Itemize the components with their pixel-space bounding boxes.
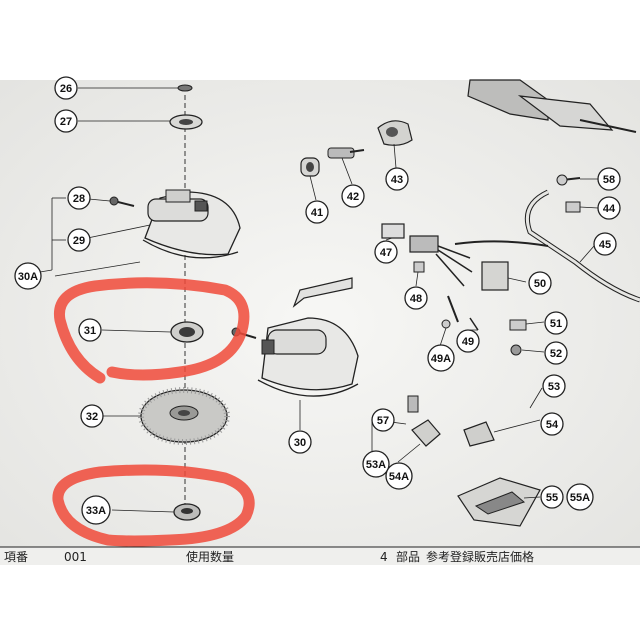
callout-57: 57: [371, 408, 395, 432]
footer-col-code: 001: [64, 550, 87, 564]
part-45-cord: [454, 189, 640, 303]
footer-col-item-no: 項番: [4, 550, 28, 564]
svg-text:52: 52: [550, 348, 562, 360]
svg-text:27: 27: [60, 116, 72, 128]
callout-55: 55: [540, 485, 564, 509]
svg-text:30: 30: [294, 437, 306, 449]
callout-54: 54: [540, 412, 564, 436]
part-41-grommet: [300, 157, 320, 177]
callout-44: 44: [597, 196, 621, 220]
svg-text:47: 47: [380, 247, 392, 259]
svg-text:42: 42: [347, 191, 359, 203]
svg-text:45: 45: [599, 239, 611, 251]
svg-text:48: 48: [410, 293, 422, 305]
svg-text:44: 44: [603, 203, 616, 215]
svg-text:29: 29: [73, 235, 85, 247]
svg-text:41: 41: [311, 207, 323, 219]
svg-text:43: 43: [391, 174, 403, 186]
callout-52: 52: [544, 341, 568, 365]
footer-col-part: 部品: [396, 549, 420, 564]
part-49-wire-terminal: [441, 295, 479, 331]
callout-42: 42: [341, 184, 365, 208]
callout-51: 51: [544, 311, 568, 335]
svg-text:50: 50: [534, 278, 546, 290]
svg-text:31: 31: [84, 325, 96, 337]
footer-col-quantity: 使用数量: [186, 549, 234, 564]
svg-text:33A: 33A: [86, 505, 106, 517]
footer-col-price: 参考登録販売店価格: [426, 549, 534, 564]
part-43-housing: [377, 120, 413, 146]
svg-text:53: 53: [548, 381, 560, 393]
callout-26: 26: [54, 76, 78, 100]
svg-text:51: 51: [550, 318, 562, 330]
callout-33A: 33A: [81, 495, 111, 525]
callout-49A: 49A: [427, 344, 455, 372]
callout-49: 49: [456, 329, 480, 353]
callout-41: 41: [305, 200, 329, 224]
part-58-terminal: [556, 174, 581, 186]
svg-text:53A: 53A: [366, 459, 386, 471]
part-42-screw: [327, 147, 365, 159]
svg-text:32: 32: [86, 411, 98, 423]
svg-text:30A: 30A: [18, 271, 38, 283]
callout-47: 47: [374, 240, 398, 264]
callout-45: 45: [593, 232, 617, 256]
svg-text:55A: 55A: [570, 492, 590, 504]
callout-58: 58: [597, 167, 621, 191]
part-51-brush-clip: [509, 319, 527, 331]
svg-text:54A: 54A: [389, 471, 409, 483]
callout-48: 48: [404, 286, 428, 310]
callout-29: 29: [67, 228, 91, 252]
part-53A-switch: [407, 395, 441, 447]
part-26-washer: [177, 84, 193, 92]
callout-28: 28: [67, 186, 91, 210]
part-50-noise-suppressor: [481, 261, 509, 291]
part-55-tail-cover: [457, 477, 541, 527]
highlight-loop-31: [53, 277, 250, 384]
leader-lines: [39, 87, 599, 513]
part-27-nut: [169, 114, 203, 130]
part-tool-body: [467, 79, 637, 133]
footer-table: 項番 001 使用数量 4 部品 参考登録販売店価格: [0, 546, 640, 565]
part-48-screw: [413, 261, 425, 273]
callout-43: 43: [385, 167, 409, 191]
part-47-connector: [381, 223, 473, 287]
callout-53A: 53A: [362, 450, 390, 478]
svg-text:54: 54: [546, 419, 559, 431]
svg-text:49: 49: [462, 336, 474, 348]
part-31-flange: [170, 321, 204, 343]
callout-53: 53: [542, 374, 566, 398]
callout-55A: 55A: [566, 483, 594, 511]
svg-text:26: 26: [60, 83, 72, 95]
callout-32: 32: [80, 404, 104, 428]
part-52-screw: [510, 344, 522, 356]
highlight-loops: [52, 277, 255, 547]
part-30-wheel-guard: [231, 277, 359, 397]
svg-text:49A: 49A: [431, 353, 451, 365]
callout-27: 27: [54, 109, 78, 133]
part-54-switch-lever: [463, 421, 495, 447]
part-32-grinding-disc: [138, 387, 230, 445]
footer-col-number: 4: [380, 550, 388, 564]
svg-text:58: 58: [603, 174, 615, 186]
callout-54A: 54A: [385, 462, 413, 490]
callout-30A: 30A: [14, 262, 42, 290]
callout-50: 50: [528, 271, 552, 295]
svg-text:57: 57: [377, 415, 389, 427]
part-33A-lock-nut: [173, 503, 201, 521]
callout-31: 31: [78, 318, 102, 342]
part-44-terminal: [565, 201, 581, 213]
callout-30: 30: [288, 430, 312, 454]
svg-text:28: 28: [73, 193, 85, 205]
highlight-loop-33A: [52, 464, 255, 547]
svg-text:55: 55: [546, 492, 558, 504]
part-30A-wheel-guard: [142, 189, 241, 259]
